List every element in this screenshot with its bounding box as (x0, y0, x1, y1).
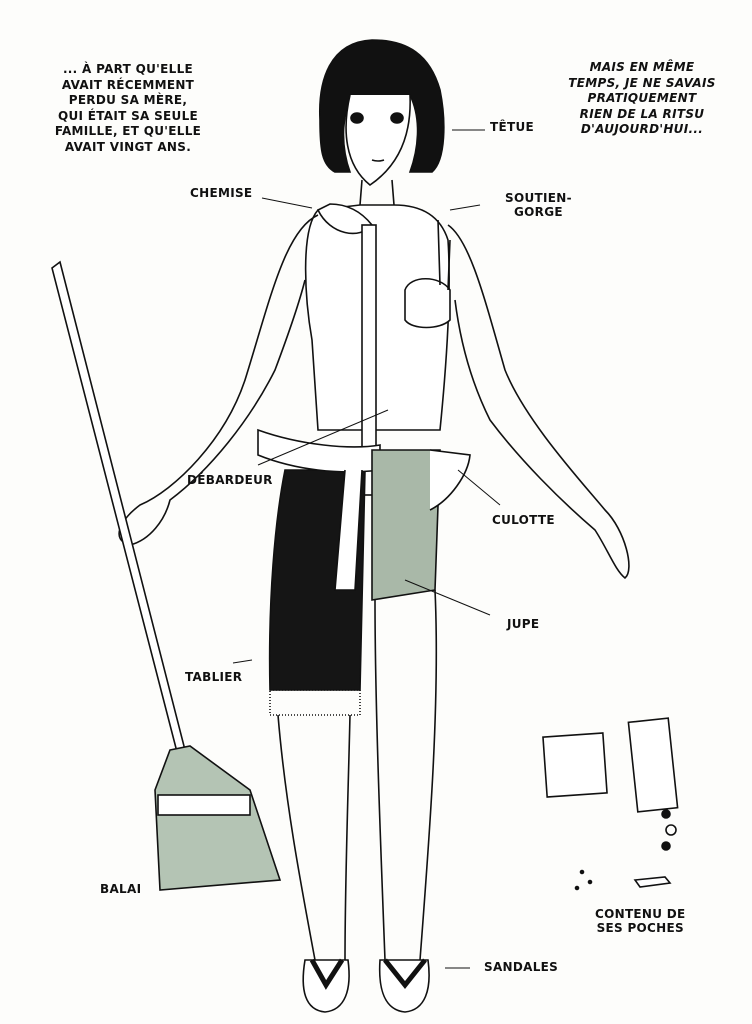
receipts (627, 717, 679, 813)
label-line: SES POCHES (596, 921, 684, 935)
leader-lines (232, 129, 501, 969)
narration-line: AVAIT VINGT ANS. (64, 139, 192, 154)
label-tetue: TÊTUE (490, 120, 535, 134)
narration-line: PRATIQUEMENT (587, 91, 697, 105)
narration-line: ... À PART QU'ELLE (62, 62, 194, 76)
label-culotte: CULOTTE (492, 513, 555, 527)
narration-line: RIEN DE LA RITSU (579, 106, 705, 121)
narration-line: D'AUJOURD'HUI... (580, 122, 704, 136)
narration-box-right: MAIS EN MÊME TEMPS, JE NE SAVAIS PRATIQU… (552, 60, 732, 138)
label-chemise: CHEMISE (190, 186, 253, 200)
narration-line: QUI ÉTAIT SA SEULE (57, 108, 199, 123)
label-tablier: TABLIER (185, 670, 243, 684)
label-soutien-gorge: SOUTIEN- GORGE (505, 191, 572, 219)
label-line: GORGE (514, 205, 563, 219)
broom-handle (51, 260, 186, 753)
narration-box-left: ... À PART QU'ELLE AVAIT RÉCEMMENT PERDU… (28, 62, 228, 155)
narration-line: TEMPS, JE NE SAVAIS (568, 75, 716, 90)
label-debardeur: DÉBARDEUR (187, 473, 273, 487)
label-jupe: JUPE (507, 617, 540, 631)
narration-line: AVAIT RÉCEMMENT (61, 77, 195, 92)
label-contenu-poches: CONTENU DE SES POCHES (595, 907, 686, 935)
torso (304, 204, 450, 431)
narration-line: MAIS EN MÊME (589, 60, 695, 74)
label-balai: BALAI (100, 882, 142, 896)
face (345, 94, 411, 186)
broom-head (154, 745, 282, 891)
label-line: CONTENU DE (595, 907, 686, 921)
handkerchief (542, 732, 608, 798)
narration-line: PERDU SA MÈRE, (68, 93, 188, 107)
label-sandales: SANDALES (484, 960, 559, 974)
skirt (371, 449, 441, 601)
narration-line: FAMILLE, ET QU'ELLE (54, 124, 202, 138)
label-line: SOUTIEN- (505, 191, 572, 205)
